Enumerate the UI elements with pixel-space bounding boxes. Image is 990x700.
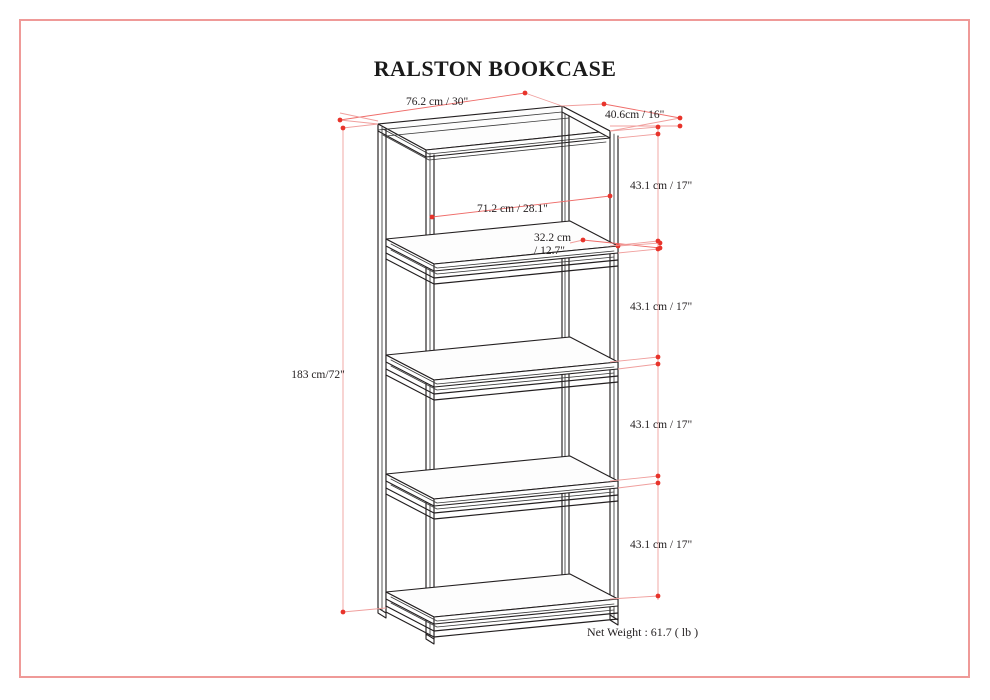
- dim-marker: [655, 480, 661, 486]
- label-section-height-4: 43.1 cm / 17": [630, 539, 692, 551]
- dim-marker: [615, 243, 621, 249]
- dim-marker: [655, 124, 661, 130]
- dim-marker: [429, 214, 435, 220]
- label-shelf-depth-line2: / 12.7": [534, 245, 565, 257]
- dimension-overall-depth: 40.6cm / 16": [561, 101, 683, 132]
- shelf-2: [385, 336, 619, 401]
- label-overall-width: 76.2 cm / 30": [406, 96, 468, 108]
- dim-marker: [677, 115, 683, 121]
- dim-marker: [655, 473, 661, 479]
- dim-marker: [340, 125, 346, 131]
- label-section-height-3: 43.1 cm / 17": [630, 419, 692, 431]
- dim-marker: [655, 238, 661, 244]
- dim-marker: [337, 117, 343, 123]
- post-front-right: [609, 130, 619, 626]
- dim-marker: [655, 361, 661, 367]
- label-shelf-width: 71.2 cm / 28.1": [477, 203, 548, 215]
- shelf-1: [385, 220, 619, 285]
- dim-marker: [677, 123, 683, 129]
- shelf-bottom: [385, 573, 619, 638]
- label-overall-depth: 40.6cm / 16": [605, 109, 664, 121]
- post-front-left: [377, 123, 387, 619]
- dim-marker: [655, 246, 661, 252]
- shelf-3: [385, 455, 619, 520]
- dim-marker: [655, 131, 661, 137]
- bookcase-illustration: [377, 105, 619, 645]
- label-section-height-1: 43.1 cm / 17": [630, 180, 692, 192]
- dim-marker: [340, 609, 346, 615]
- page-title: RALSTON BOOKCASE: [374, 56, 617, 81]
- net-weight-label: Net Weight : 61.7 ( lb ): [587, 625, 698, 639]
- dim-marker: [655, 354, 661, 360]
- dimension-overall-height: 183 cm/72": [291, 123, 387, 615]
- dim-marker: [522, 90, 528, 96]
- dim-marker: [580, 237, 586, 243]
- dim-marker: [601, 101, 607, 107]
- label-shelf-depth-line1: 32.2 cm: [534, 232, 571, 244]
- dim-marker: [655, 593, 661, 599]
- label-section-height-2: 43.1 cm / 17": [630, 301, 692, 313]
- dimension-shelf-width: 71.2 cm / 28.1": [429, 193, 613, 220]
- label-overall-height: 183 cm/72": [291, 369, 345, 381]
- dimension-shelf-depth: 32.2 cm / 12.7": [534, 232, 663, 257]
- dimension-section-heights: 43.1 cm / 17" 43.1 cm / 17" 43.1 cm / 17…: [609, 124, 692, 600]
- dim-marker: [607, 193, 613, 199]
- dimension-overall-width: 76.2 cm / 30": [337, 90, 563, 125]
